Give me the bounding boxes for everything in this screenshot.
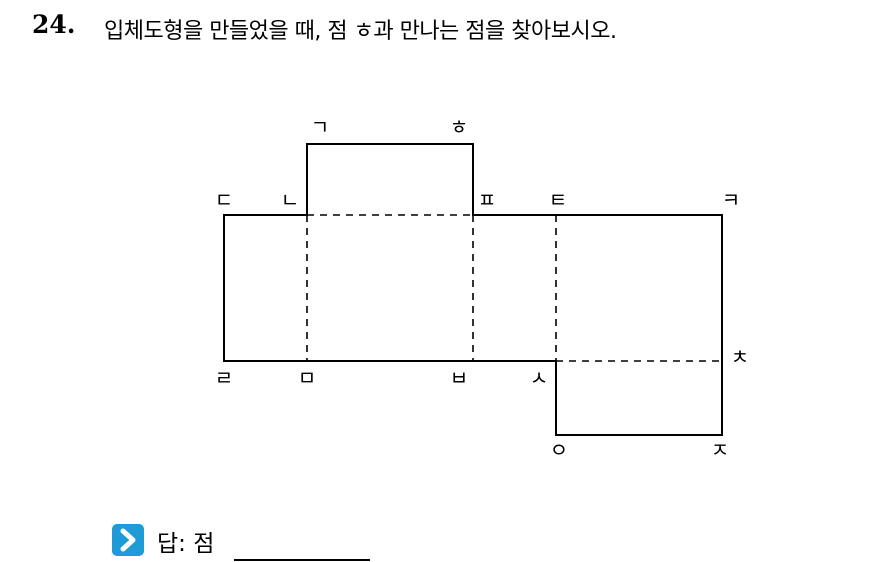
question-number: 24. [32, 10, 76, 39]
vertex-label-t: ㅌ [549, 188, 567, 212]
question-text: 입체도형을 만들었을 때, 점 ㅎ과 만나는 점을 찾아보시오. [104, 19, 617, 44]
vertex-label-j: ㅈ [711, 438, 729, 462]
vertex-label-r: ㄹ [215, 366, 233, 390]
net-outline [223, 143, 723, 436]
vertex-label-d: ㄷ [215, 188, 233, 212]
vertex-label-b: ㅂ [450, 366, 468, 390]
chevron-right-icon [112, 524, 144, 556]
vertex-label-h: ㅎ [450, 115, 468, 139]
vertex-label-k: ㅋ [722, 188, 740, 212]
vertex-label-m: ㅁ [298, 366, 316, 390]
answer-blank[interactable] [234, 559, 370, 561]
vertex-label-s: ㅅ [530, 366, 548, 390]
vertex-label-o: ㅇ [550, 438, 568, 462]
vertex-label-n: ㄴ [281, 188, 299, 212]
answer-label: 답: 점 [157, 531, 215, 557]
vertex-label-g: ㄱ [311, 115, 329, 139]
vertex-label-ch: ㅊ [731, 345, 749, 369]
vertex-label-p: ㅍ [478, 188, 496, 212]
